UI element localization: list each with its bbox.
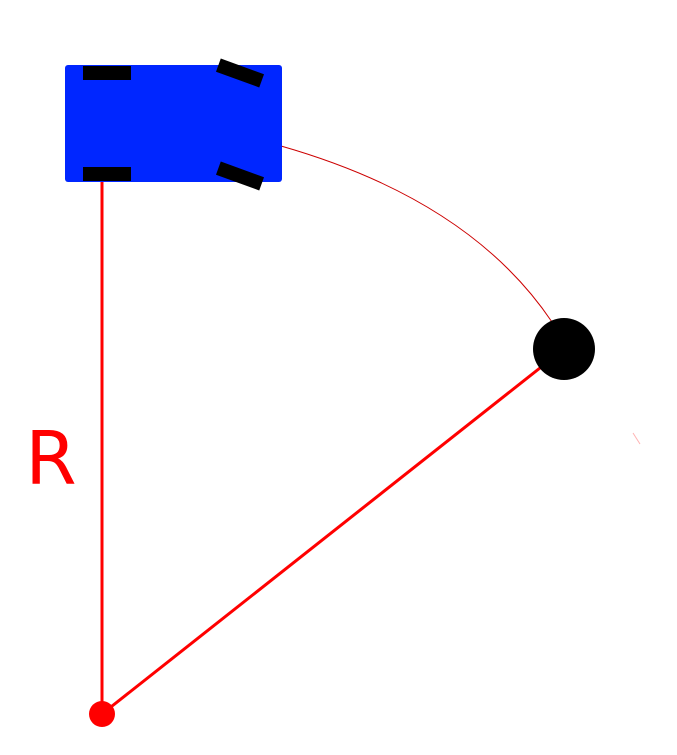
turning-arc-tail (632, 432, 641, 445)
turning-arc (280, 145, 553, 323)
radius-line-diagonal (101, 347, 565, 716)
front-left-wheel (215, 58, 265, 88)
rear-left-wheel (83, 66, 131, 80)
vehicle-body (65, 65, 282, 182)
radius-label: R (25, 416, 76, 502)
front-right-wheel (215, 161, 265, 191)
rear-right-wheel (83, 167, 131, 181)
turn-center-point (89, 701, 115, 727)
target-point (533, 318, 595, 380)
car-top-view-icon (65, 58, 282, 191)
